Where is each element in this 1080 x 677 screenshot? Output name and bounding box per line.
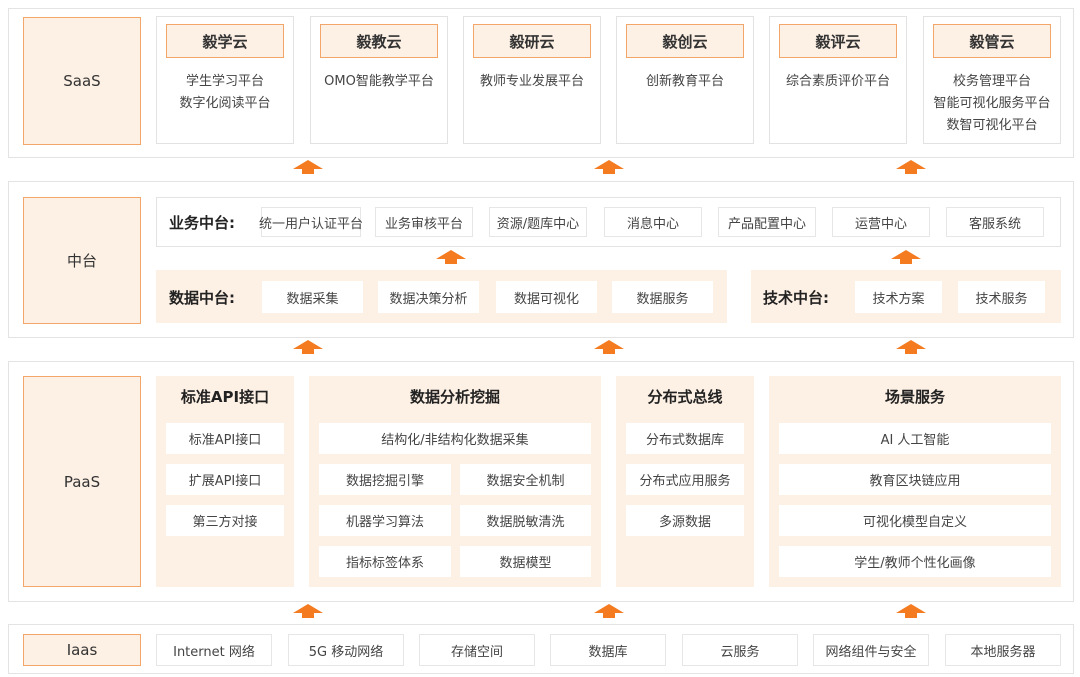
business-item[interactable]: 运营中心 (832, 207, 930, 237)
paas-label: PaaS (23, 376, 141, 587)
bus-item[interactable]: 分布式数据库 (626, 423, 744, 454)
card-desc: 创新教育平台 (645, 74, 724, 89)
zhongtai-label: 中台 (23, 197, 141, 324)
tech-center-item[interactable]: 技术方案 (855, 281, 942, 313)
tech-center-label: 技术中台: (763, 288, 829, 307)
scene-item[interactable]: 可视化模型自定义 (779, 505, 1051, 536)
business-center-label: 业务中台: (169, 213, 235, 232)
data-center-item[interactable]: 数据服务 (612, 281, 713, 313)
up-arrow-icon (896, 604, 926, 618)
business-item[interactable]: 客服系统 (946, 207, 1044, 237)
card-desc: 校务管理平台 智能可视化服务平台 数智可视化平台 (933, 74, 1051, 133)
data-center-item[interactable]: 数据采集 (262, 281, 363, 313)
card-title: 毅研云 (473, 24, 591, 58)
scene-item[interactable]: AI 人工智能 (779, 423, 1051, 454)
analysis-item[interactable]: 数据模型 (460, 546, 591, 577)
iaas-item[interactable]: Internet 网络 (156, 634, 272, 666)
card-title: 毅创云 (626, 24, 744, 58)
api-item[interactable]: 第三方对接 (166, 505, 284, 536)
saas-card-yan[interactable]: 毅研云 教师专业发展平台 (463, 16, 601, 144)
analysis-item[interactable]: 数据脱敏清洗 (460, 505, 591, 536)
data-center-item[interactable]: 数据可视化 (496, 281, 597, 313)
business-item[interactable]: 资源/题库中心 (489, 207, 587, 237)
up-arrow-icon (293, 340, 323, 354)
scene-item[interactable]: 学生/教师个性化画像 (779, 546, 1051, 577)
api-item[interactable]: 标准API接口 (166, 423, 284, 454)
card-title: 毅管云 (933, 24, 1051, 58)
up-arrow-icon (594, 160, 624, 174)
tech-center-item[interactable]: 技术服务 (958, 281, 1045, 313)
card-desc: 学生学习平台 数字化阅读平台 (179, 74, 271, 111)
data-center-label: 数据中台: (169, 288, 235, 307)
up-arrow-icon (594, 604, 624, 618)
api-item[interactable]: 扩展API接口 (166, 464, 284, 495)
card-title: 毅教云 (320, 24, 438, 58)
bus-item[interactable]: 多源数据 (626, 505, 744, 536)
analysis-item[interactable]: 机器学习算法 (319, 505, 451, 536)
business-item[interactable]: 产品配置中心 (718, 207, 816, 237)
card-title: 毅学云 (166, 24, 284, 58)
analysis-item[interactable]: 数据挖掘引擎 (319, 464, 451, 495)
business-item[interactable]: 消息中心 (604, 207, 702, 237)
saas-card-ping[interactable]: 毅评云 综合素质评价平台 (769, 16, 907, 144)
up-arrow-icon (293, 160, 323, 174)
analysis-item[interactable]: 结构化/非结构化数据采集 (319, 423, 591, 454)
bus-item[interactable]: 分布式应用服务 (626, 464, 744, 495)
data-center-item[interactable]: 数据决策分析 (378, 281, 479, 313)
iaas-item[interactable]: 本地服务器 (945, 634, 1061, 666)
up-arrow-icon (293, 604, 323, 618)
business-item[interactable]: 统一用户认证平台 (259, 207, 363, 237)
up-arrow-icon (896, 340, 926, 354)
scene-item[interactable]: 教育区块链应用 (779, 464, 1051, 495)
up-arrow-icon (436, 250, 466, 264)
card-desc: 综合素质评价平台 (785, 74, 890, 89)
iaas-item[interactable]: 网络组件与安全 (813, 634, 929, 666)
analysis-item[interactable]: 指标标签体系 (319, 546, 451, 577)
card-desc: OMO智能教学平台 (324, 74, 434, 89)
scene-column-title: 场景服务 (884, 388, 945, 406)
analysis-column-title: 数据分析挖掘 (409, 388, 500, 406)
saas-card-chuang[interactable]: 毅创云 创新教育平台 (616, 16, 754, 144)
saas-card-jiao[interactable]: 毅教云 OMO智能教学平台 (310, 16, 448, 144)
iaas-item[interactable]: 数据库 (550, 634, 666, 666)
iaas-item[interactable]: 云服务 (682, 634, 798, 666)
business-item[interactable]: 业务审核平台 (375, 207, 473, 237)
saas-label: SaaS (23, 17, 141, 145)
iaas-item[interactable]: 存储空间 (419, 634, 535, 666)
saas-card-guan[interactable]: 毅管云 校务管理平台 智能可视化服务平台 数智可视化平台 (923, 16, 1061, 144)
iaas-label: Iaas (23, 634, 141, 666)
card-title: 毅评云 (779, 24, 897, 58)
card-desc: 教师专业发展平台 (479, 74, 584, 89)
up-arrow-icon (896, 160, 926, 174)
saas-card-xue[interactable]: 毅学云 学生学习平台 数字化阅读平台 (156, 16, 294, 144)
bus-column-title: 分布式总线 (647, 388, 723, 406)
analysis-item[interactable]: 数据安全机制 (460, 464, 591, 495)
up-arrow-icon (594, 340, 624, 354)
iaas-item[interactable]: 5G 移动网络 (288, 634, 404, 666)
api-column-title: 标准API接口 (180, 388, 270, 406)
up-arrow-icon (891, 250, 921, 264)
